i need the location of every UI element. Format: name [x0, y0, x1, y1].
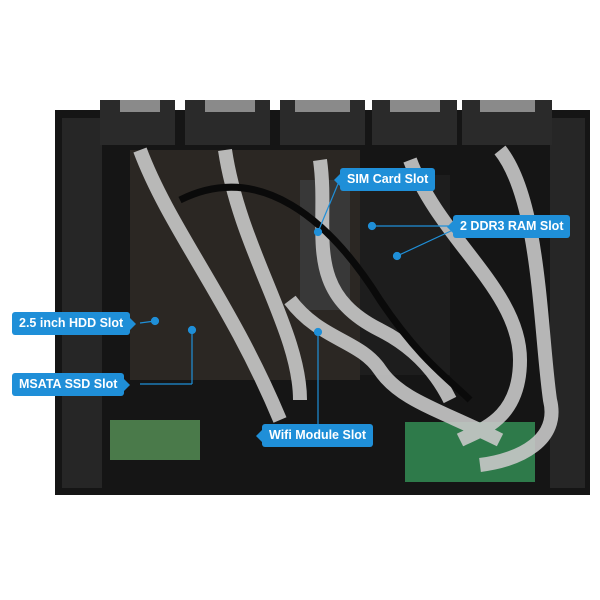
sim-card-slot-label: SIM Card Slot	[333, 168, 436, 191]
callout-leaders	[139, 178, 454, 424]
msata-ssd-slot-label: MSATA SSD Slot	[12, 373, 131, 396]
ddr3-ram-slot-label: 2 DDR3 RAM Slot	[446, 215, 571, 238]
wifi-module-slot-label: Wifi Module Slot	[255, 424, 374, 447]
hdd-slot-label: 2.5 inch HDD Slot	[12, 312, 137, 335]
ribbon-cables	[133, 145, 559, 472]
